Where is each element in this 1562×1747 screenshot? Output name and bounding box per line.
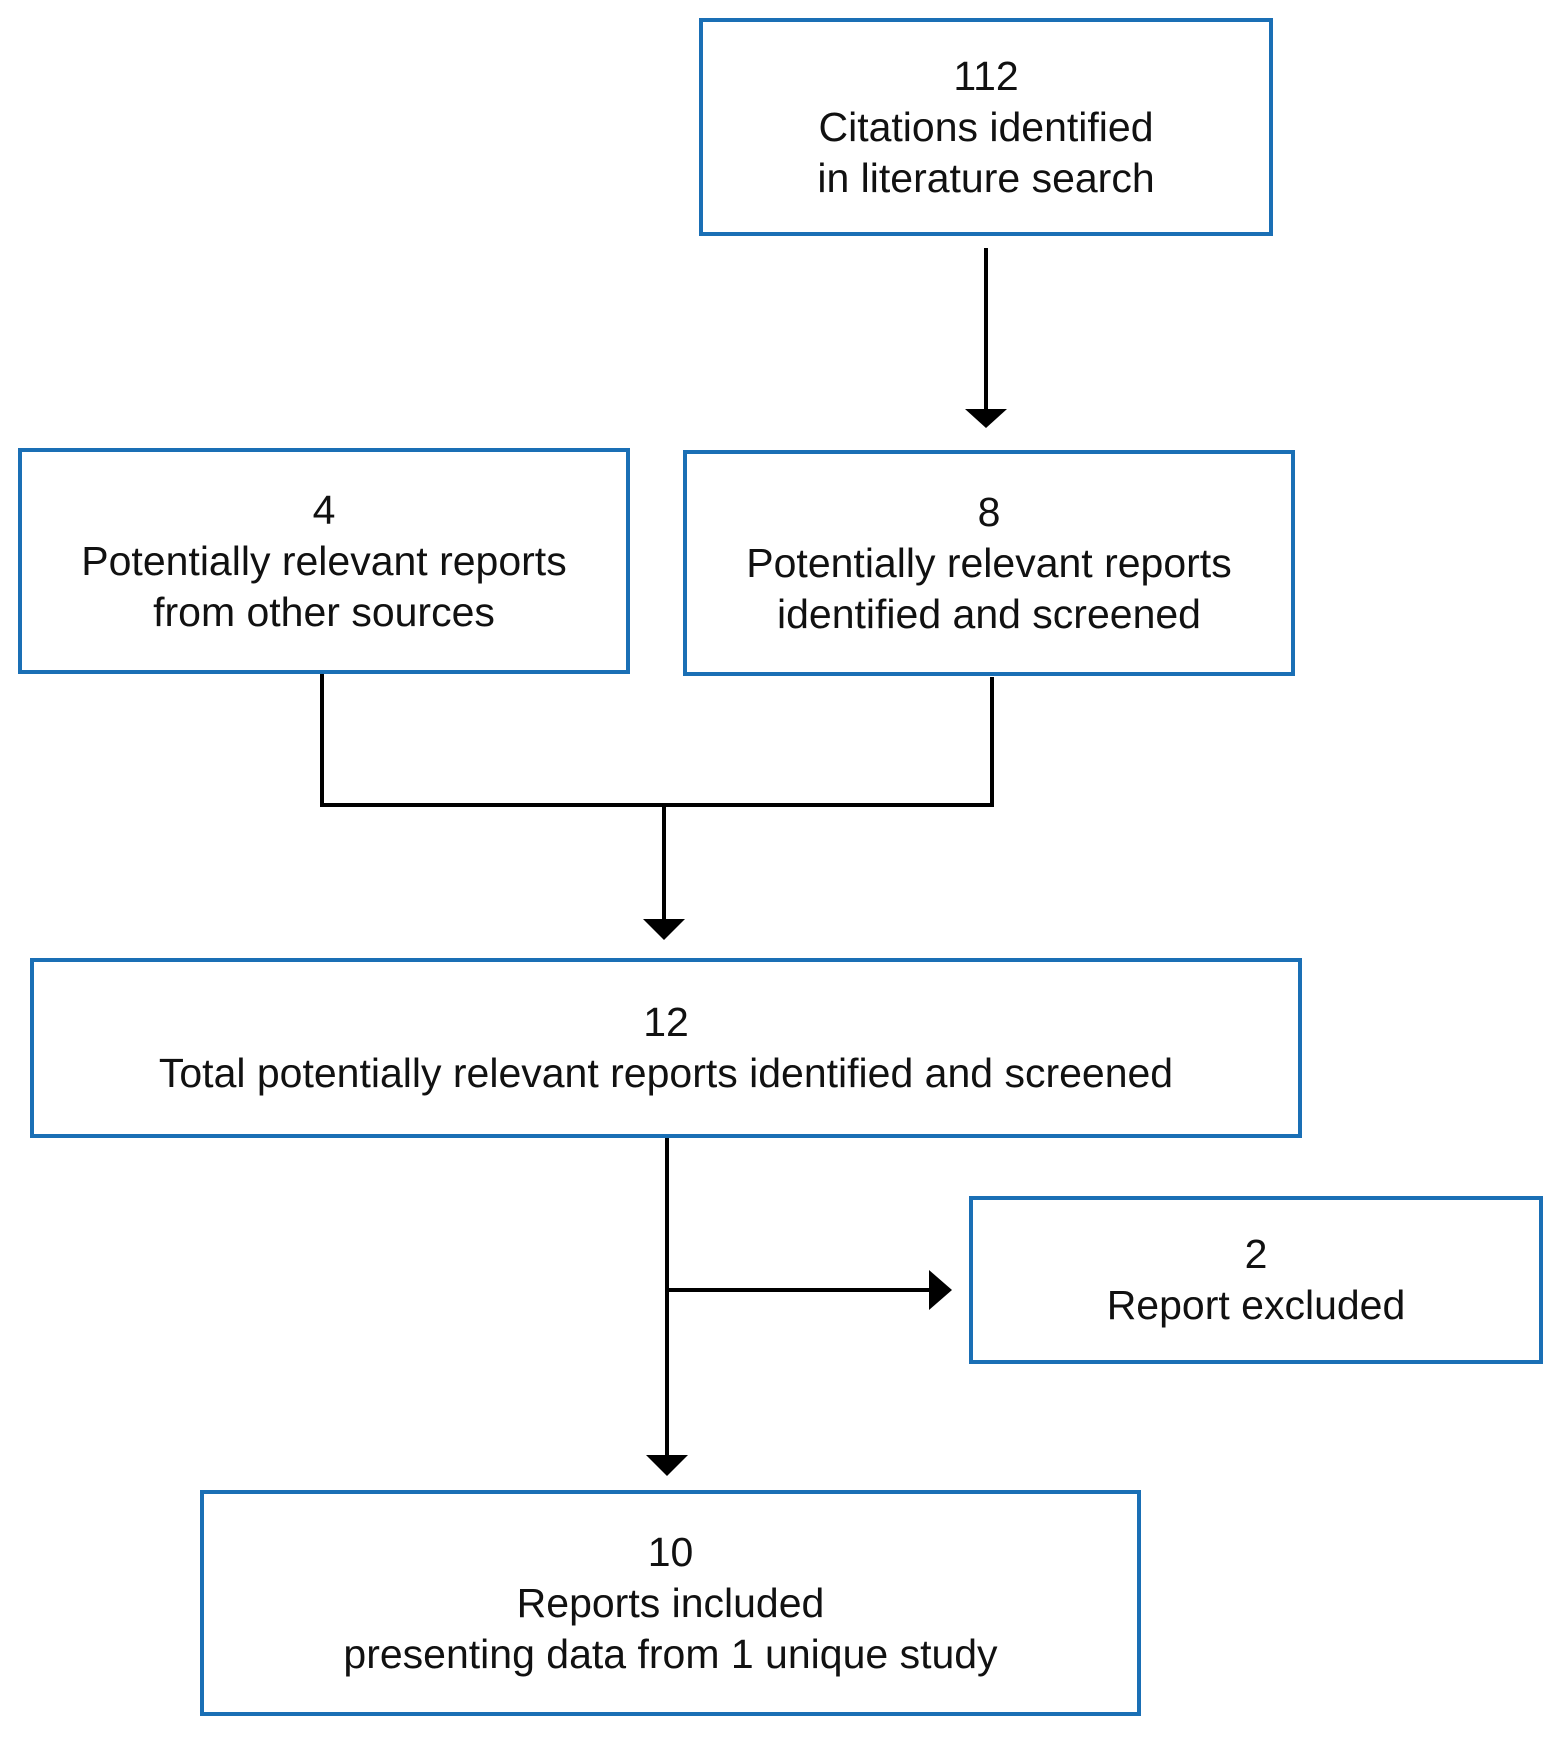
other-sources-box: 4 Potentially relevant reports from othe…: [18, 448, 630, 674]
included-label-line1: Reports included: [516, 1579, 825, 1626]
excluded-label: Report excluded: [1106, 1282, 1406, 1328]
citations-label-line2: in literature search: [817, 154, 1155, 201]
total-label: Total potentially relevant reports ident…: [158, 1050, 1174, 1096]
citations-count: 112: [953, 52, 1019, 99]
arrowhead-to-included: [646, 1455, 688, 1476]
excluded-count: 2: [1244, 1231, 1268, 1277]
reports-included-box: 10 Reports included presenting data from…: [200, 1490, 1141, 1716]
arrowhead-to-total: [643, 919, 685, 940]
other-sources-label-line2: from other sources: [153, 588, 495, 635]
identified-screened-count: 8: [977, 488, 1001, 535]
identified-screened-label-line2: identified and screened: [777, 590, 1201, 637]
identified-screened-label-line1: Potentially relevant reports: [746, 539, 1232, 586]
total-screened-box: 12 Total potentially relevant reports id…: [30, 958, 1302, 1138]
other-sources-count: 4: [312, 486, 336, 533]
identified-screened-box: 8 Potentially relevant reports identifie…: [683, 450, 1295, 676]
included-count: 10: [647, 1528, 694, 1575]
other-sources-label-line1: Potentially relevant reports: [81, 537, 567, 584]
arrowhead-to-excluded: [929, 1270, 952, 1310]
report-excluded-box: 2 Report excluded: [969, 1196, 1543, 1364]
included-label-line2: presenting data from 1 unique study: [343, 1630, 998, 1677]
arrowhead-to-screened: [965, 409, 1007, 428]
citations-identified-box: 112 Citations identified in literature s…: [699, 18, 1273, 236]
total-count: 12: [643, 999, 689, 1045]
citations-label-line1: Citations identified: [818, 103, 1154, 150]
